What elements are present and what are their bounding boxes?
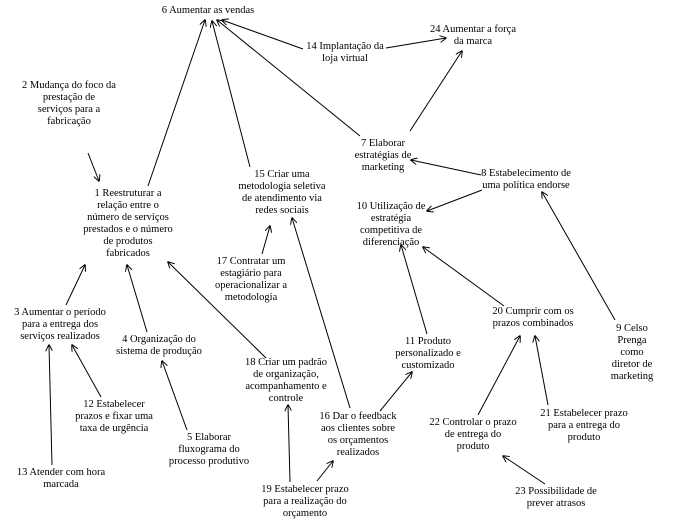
node-7: 7 Elaborar estratégias de marketing	[354, 138, 412, 173]
edge-1-to-6	[147, 20, 205, 187]
node-3: 3 Aumentar o período para a entrega dos …	[14, 307, 106, 342]
edge-4-to-1	[127, 265, 148, 333]
node-14: 14 Implantação da loja virtual	[306, 41, 384, 64]
edge-16-to-15	[292, 218, 351, 409]
edge-13-to-3	[49, 345, 52, 466]
edge-22-to-20	[477, 336, 520, 416]
edge-23-to-22	[503, 456, 546, 485]
node-23: 23 Possibilidade de prever atrasos	[515, 486, 597, 509]
edge-2-to-1	[87, 152, 99, 181]
edge-3-to-1	[65, 265, 85, 306]
edge-8-to-7	[411, 160, 482, 176]
edge-19-to-16	[316, 461, 333, 482]
node-18: 18 Criar um padrão de organização, acomp…	[245, 357, 327, 404]
node-15: 15 Criar uma metodologia seletiva de ate…	[238, 169, 326, 216]
edge-17-to-15	[261, 226, 270, 255]
node-20: 20 Cumprir com os prazos combinados	[492, 306, 574, 329]
node-13: 13 Atender com hora marcada	[16, 467, 106, 490]
node-6: 6 Aumentar as vendas	[161, 5, 255, 16]
node-24: 24 Aumentar a força da marca	[429, 24, 517, 47]
edge-7-to-24	[409, 51, 462, 132]
node-4: 4 Organização do sistema de produção	[116, 334, 202, 357]
node-8: 8 Estabelecimento de uma política endors…	[481, 168, 571, 191]
edge-8-to-10	[427, 189, 483, 211]
edge-5-to-4	[162, 361, 188, 431]
node-1: 1 Reestruturar a relação entre o número …	[83, 188, 173, 259]
edge-9-to-8	[542, 192, 616, 321]
node-16: 16 Dar o feedback aos clientes sobre os …	[319, 411, 397, 458]
edge-18-to-1	[168, 262, 267, 359]
edge-7-to-6	[217, 20, 361, 137]
node-17: 17 Contratar um estagiário para operacio…	[215, 256, 287, 303]
node-2: 2 Mudança do foco da prestação de serviç…	[22, 80, 116, 127]
node-9: 9 Celso Prenga como diretor de marketing	[610, 323, 654, 382]
node-21: 21 Estabelecer prazo para a entrega do p…	[540, 408, 628, 443]
edge-15-to-6	[212, 21, 251, 168]
edge-12-to-3	[72, 345, 102, 398]
edge-11-to-10	[401, 245, 428, 335]
node-5: 5 Elaborar fluxograma do processo produt…	[168, 432, 250, 467]
node-11: 11 Produto personalizado e customizado	[395, 336, 461, 371]
edge-14-to-24	[385, 38, 446, 49]
edge-20-to-10	[423, 247, 505, 307]
node-12: 12 Estabelecer prazos e fixar uma taxa d…	[75, 399, 153, 434]
node-22: 22 Controlar o prazo de entrega do produ…	[429, 417, 517, 452]
edge-14-to-6	[222, 20, 304, 50]
node-10: 10 Utilização de estratégia competitiva …	[356, 201, 426, 248]
edge-16-to-11	[379, 372, 412, 412]
edge-21-to-20	[535, 336, 549, 406]
edge-19-to-18	[288, 405, 290, 483]
node-19: 19 Estabelecer prazo para a realização d…	[261, 484, 349, 519]
